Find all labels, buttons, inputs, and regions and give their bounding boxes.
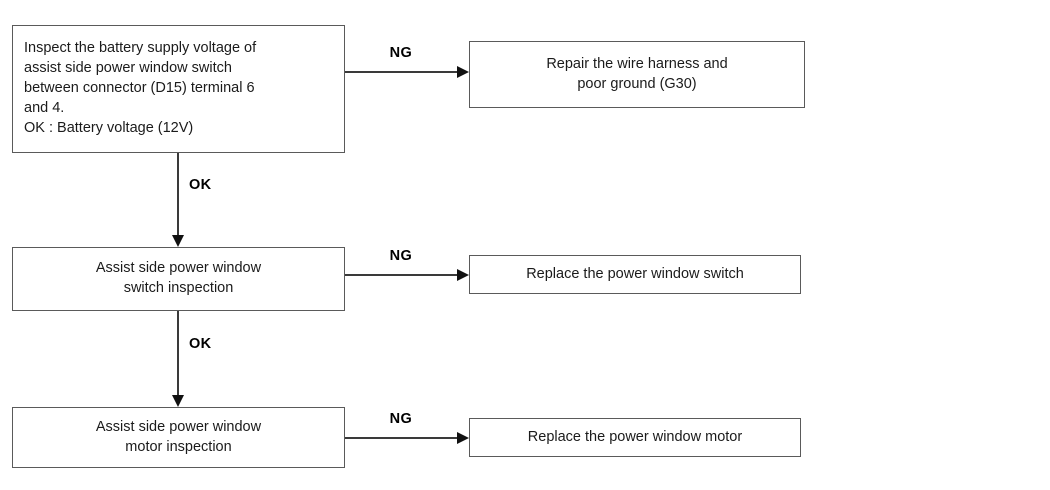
connector-line (345, 274, 458, 276)
connector-label-ok-1: OK (189, 177, 212, 194)
connector-line (177, 153, 179, 236)
node-switch-inspection[interactable]: Assist side power window switch inspecti… (12, 247, 345, 311)
node-repair-wire-harness[interactable]: Repair the wire harness and poor ground … (469, 41, 805, 108)
node-motor-inspection[interactable]: Assist side power window motor inspectio… (12, 407, 345, 468)
node-inspect-battery-supply-voltage-label: Inspect the battery supply voltage of as… (24, 40, 257, 136)
arrowhead-down-icon (171, 395, 184, 407)
connector-ok-switch-to-motor: OK (171, 311, 211, 407)
arrowhead-right-icon (457, 431, 469, 444)
node-replace-power-window-motor-label: Replace the power window motor (527, 428, 743, 445)
connector-line (177, 311, 179, 396)
arrowhead-right-icon (457, 65, 469, 78)
node-repair-wire-harness-label: Repair the wire harness and poor ground … (546, 55, 728, 92)
connector-ng-motor-to-replace-motor: NG (345, 411, 469, 445)
node-inspect-battery-supply-voltage[interactable]: Inspect the battery supply voltage of as… (12, 25, 345, 153)
connector-label-ok-2: OK (189, 335, 212, 352)
connector-label-ng-2: NG (389, 248, 413, 264)
connector-label-ng-3: NG (389, 411, 413, 427)
connector-ng-switch-to-replace-switch: NG (345, 248, 469, 282)
arrowhead-right-icon (457, 268, 469, 281)
node-replace-power-window-switch-label: Replace the power window switch (526, 265, 744, 282)
connector-ok-voltage-to-switch: OK (171, 153, 211, 247)
connector-line (345, 71, 458, 73)
node-replace-power-window-motor[interactable]: Replace the power window motor (469, 418, 801, 457)
arrowhead-down-icon (171, 235, 184, 247)
node-motor-inspection-label: Assist side power window motor inspectio… (95, 418, 262, 455)
node-switch-inspection-label: Assist side power window switch inspecti… (95, 260, 262, 296)
node-replace-power-window-switch[interactable]: Replace the power window switch (469, 255, 801, 294)
connector-label-ng-1: NG (389, 45, 413, 61)
connector-line (345, 437, 458, 439)
connector-ng-voltage-to-repair: NG (345, 45, 469, 79)
